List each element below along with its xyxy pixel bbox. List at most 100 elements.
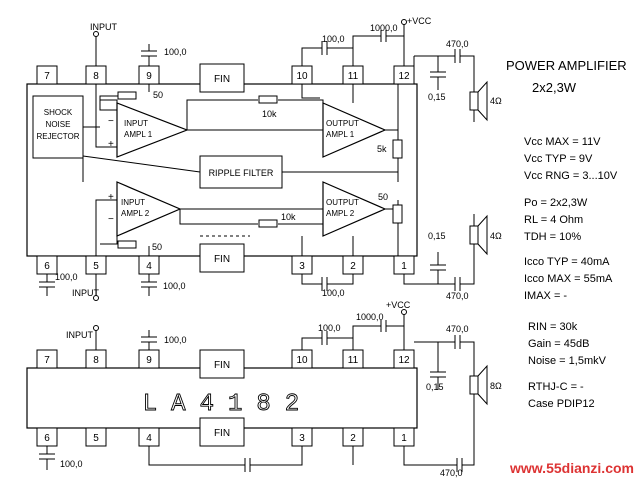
r10k-upper — [258, 95, 278, 104]
spec-vcc-max: Vcc MAX = 11V — [524, 136, 601, 148]
top-pin-4: 4 — [146, 261, 152, 272]
c015-bot: 0,15 — [426, 382, 444, 392]
r50-upper-label: 50 — [153, 90, 163, 100]
r50-lower — [117, 240, 137, 249]
output-ampl-2-sub: AMPL 2 — [326, 209, 355, 218]
top-pin-2: 2 — [350, 261, 356, 272]
top-fin-lower-label: FIN — [214, 254, 230, 265]
amp2-minus: − — [108, 214, 114, 225]
bot-pin-9: 9 — [146, 355, 152, 366]
spec-icco-typ: Icco TYP = 40mA — [524, 256, 610, 268]
output-ampl-1-sub: AMPL 1 — [326, 130, 355, 139]
spec-rin: RIN = 30k — [528, 321, 578, 333]
c100-pin6: 100,0 — [55, 272, 78, 282]
c1000-top: 1000,0 — [370, 23, 398, 33]
bot-pin-6: 6 — [44, 433, 50, 444]
c470-bot-bottom: 470,0 — [440, 468, 463, 478]
r5k — [392, 139, 403, 159]
input-label-bottom: INPUT — [66, 330, 94, 340]
bot-pin-2: 2 — [350, 433, 356, 444]
spec-rthj: RTHJ-C = - — [528, 381, 584, 393]
ampl-2-label: AMPL 2 — [121, 209, 150, 218]
spk8-label: 8Ω — [490, 381, 502, 391]
r5k-label: 5k — [377, 144, 387, 154]
noise-label: NOISE — [46, 120, 71, 129]
bot-fin-lower-label: FIN — [214, 428, 230, 439]
c1000-bot: 1000,0 — [356, 312, 384, 322]
r50-out-label: 50 — [378, 192, 388, 202]
vcc-top: +VCC — [407, 16, 432, 26]
c015-top: 0,15 — [428, 92, 446, 102]
top-fin-upper — [199, 63, 245, 93]
top-pin-8: 8 — [93, 71, 99, 82]
top-pin-11: 11 — [348, 71, 359, 82]
amp2-plus: + — [108, 192, 114, 203]
output-ampl-1-label: OUTPUT — [326, 119, 359, 128]
output-ampl-2-label: OUTPUT — [326, 198, 359, 207]
spec-imax: IMAX = - — [524, 290, 567, 302]
bot-pin-4: 4 — [146, 433, 152, 444]
top-pin-3: 3 — [299, 261, 305, 272]
spk4-top-label: 4Ω — [490, 96, 502, 106]
bot-pin-3: 3 — [299, 433, 305, 444]
input-ampl-1-triangle — [116, 102, 189, 158]
c015-mid: 0,15 — [428, 231, 446, 241]
bot-fin-upper-label: FIN — [214, 360, 230, 371]
top-chip-pins-top — [36, 65, 415, 275]
bottom-external-wiring — [39, 309, 475, 472]
c100-pin3: 100,0 — [322, 288, 345, 298]
speaker-top-body — [469, 91, 479, 111]
bot-pin-8: 8 — [93, 355, 99, 366]
bot-pin-12: 12 — [398, 355, 410, 366]
bot-pin-11: 11 — [348, 355, 359, 366]
bot-pin-10: 10 — [296, 355, 308, 366]
c100-bot-pin10: 100,0 — [318, 323, 341, 333]
r50-lower-label: 50 — [152, 242, 162, 252]
r50-upper — [117, 91, 137, 100]
top-pin-9: 9 — [146, 71, 152, 82]
r50-out — [392, 204, 403, 224]
top-external-wiring — [39, 19, 475, 301]
c470-top: 470,0 — [446, 39, 469, 49]
watermark: www.55dianzi.com — [509, 460, 634, 476]
speaker-mid-body — [469, 225, 479, 245]
speaker-bottom-cone — [477, 364, 488, 406]
title-line1: POWER AMPLIFIER — [506, 58, 627, 73]
c470-bot-top: 470,0 — [446, 324, 469, 334]
bottom-chip-pins — [36, 349, 415, 447]
speaker-top-cone — [477, 80, 488, 122]
spec-tdh: TDH = 10% — [524, 231, 581, 243]
spec-vcc-typ: Vcc TYP = 9V — [524, 153, 593, 165]
vcc-bot: +VCC — [386, 300, 411, 310]
title-line2: 2x2,3W — [532, 80, 577, 95]
bot-pin-1: 1 — [401, 433, 407, 444]
spk4-mid-label: 4Ω — [490, 231, 502, 241]
ripple-filter-label: RIPPLE FILTER — [209, 168, 274, 178]
input-label-top: INPUT — [90, 22, 118, 32]
c100-bot-pin9: 100,0 — [164, 335, 187, 345]
spec-noise: Noise = 1,5mkV — [528, 355, 607, 367]
ripple-filter-box — [199, 155, 283, 189]
bot-pin-7: 7 — [44, 355, 50, 366]
spec-icco-max: Icco MAX = 55mA — [524, 273, 613, 285]
speaker-bottom-body — [469, 375, 479, 395]
c100-bot-pin6: 100,0 — [60, 459, 83, 469]
top-pin-1: 1 — [401, 261, 407, 272]
top-pin-6: 6 — [44, 261, 50, 272]
input-ampl-2-label: INPUT — [121, 198, 145, 207]
input-label-mid: INPUT — [72, 288, 100, 298]
c100-pin9: 100,0 — [164, 47, 187, 57]
top-pin-7: 7 — [44, 71, 50, 82]
amp1-plus: + — [108, 139, 114, 150]
r10k-lower — [258, 219, 278, 228]
spec-vcc-rng: Vcc RNG = 3...10V — [524, 170, 618, 182]
spec-gain: Gain = 45dB — [528, 338, 589, 350]
c100-pin10: 100,0 — [322, 34, 345, 44]
rejector-label: REJECTOR — [37, 132, 80, 141]
top-fin-upper-label: FIN — [214, 74, 230, 85]
input-ampl-1-label: INPUT — [124, 119, 148, 128]
input-ampl-2-triangle — [116, 181, 182, 237]
r10k-lower-label: 10k — [281, 212, 296, 222]
amp1-minus: − — [108, 116, 114, 127]
